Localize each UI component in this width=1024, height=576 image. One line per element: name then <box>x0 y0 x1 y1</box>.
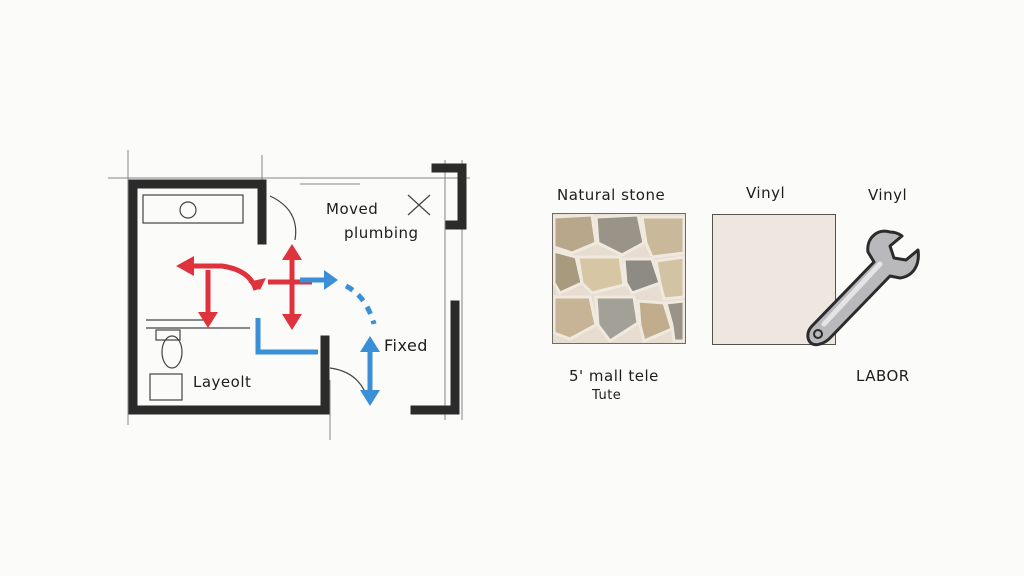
tile-sublabel: Tute <box>592 388 622 403</box>
fixed-arrows <box>255 277 377 394</box>
moved-arrows <box>186 256 312 318</box>
moved-label: Moved <box>326 200 379 218</box>
fixtures <box>142 194 431 401</box>
natural-stone-label: Natural stone <box>557 186 666 204</box>
fixed-label: Fixed <box>384 336 428 355</box>
moved-arrowheads <box>176 244 302 330</box>
walls <box>128 163 467 415</box>
small-tile-label: 5' mall tele <box>569 367 659 385</box>
labor-vinyl-label: Vinyl <box>868 186 908 204</box>
layout-label: Layeolt <box>193 373 252 391</box>
labor-label: LABOR <box>856 367 910 385</box>
natural-stone-swatch <box>552 213 686 344</box>
vinyl-label: Vinyl <box>746 184 786 202</box>
plumbing-label: plumbing <box>344 224 419 242</box>
sketch-guide-lines <box>108 150 470 440</box>
vinyl-swatch <box>712 214 836 345</box>
wrench-icon <box>806 229 920 347</box>
fixed-arrowheads <box>324 270 380 406</box>
